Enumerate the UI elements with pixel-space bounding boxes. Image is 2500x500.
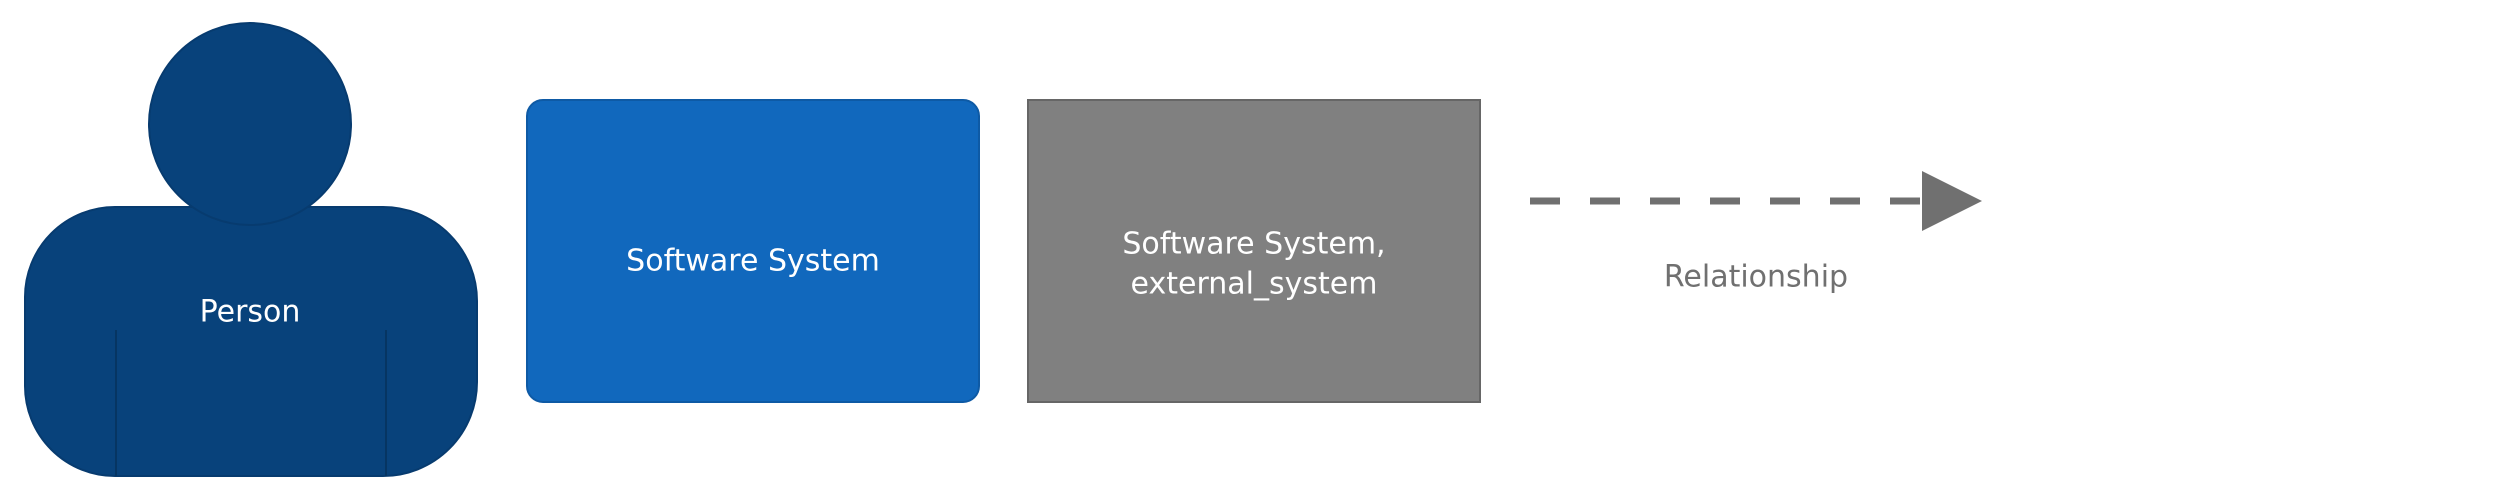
external-system-label-line1: Software System, bbox=[1122, 227, 1385, 262]
relationship-arrowhead bbox=[1922, 171, 1982, 231]
software-system-element[interactable]: Software System bbox=[526, 99, 980, 403]
software-system-box bbox=[526, 99, 980, 403]
person-label: Person bbox=[200, 295, 301, 330]
person-body bbox=[24, 206, 478, 477]
relationship-element[interactable]: Relationship bbox=[1530, 171, 1982, 295]
person-head bbox=[148, 22, 352, 226]
person-element[interactable]: Person bbox=[24, 22, 478, 477]
external-system-label-line2: external_system bbox=[1131, 267, 1378, 302]
software-system-label: Software System bbox=[626, 244, 880, 279]
external-system-box bbox=[1027, 99, 1481, 403]
relationship-label: Relationship bbox=[1664, 260, 1848, 295]
external-system-element[interactable]: Software System, external_system bbox=[1027, 99, 1481, 403]
